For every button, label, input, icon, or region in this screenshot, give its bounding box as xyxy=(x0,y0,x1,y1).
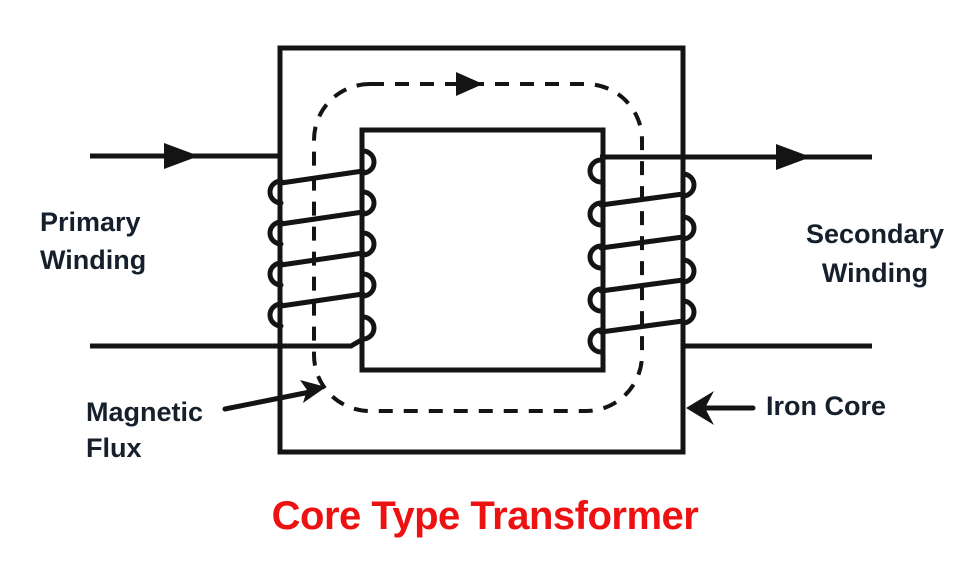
flux-direction-arrow-icon xyxy=(456,72,483,96)
magnetic-flux-label: Magnetic Flux xyxy=(86,397,204,463)
secondary-winding-label: Secondary Winding xyxy=(805,219,945,288)
primary-winding-coil xyxy=(267,148,377,342)
primary-current-arrow-icon xyxy=(164,143,199,169)
iron-core-outer-outline xyxy=(277,45,686,455)
secondary-winding-coil xyxy=(587,157,697,355)
diagram-title: Core Type Transformer xyxy=(271,494,699,538)
iron-core-window xyxy=(359,127,606,373)
primary-winding-label: Primary Winding xyxy=(40,207,147,275)
iron-core-label: Iron Core xyxy=(766,391,887,421)
magnetic-flux-pointer-line xyxy=(222,389,313,412)
primary-lead-bottom xyxy=(90,336,365,349)
iron-core-pointer-icon xyxy=(686,391,714,425)
magnetic-flux-pointer-icon xyxy=(300,380,326,403)
secondary-current-arrow-icon xyxy=(776,144,811,170)
